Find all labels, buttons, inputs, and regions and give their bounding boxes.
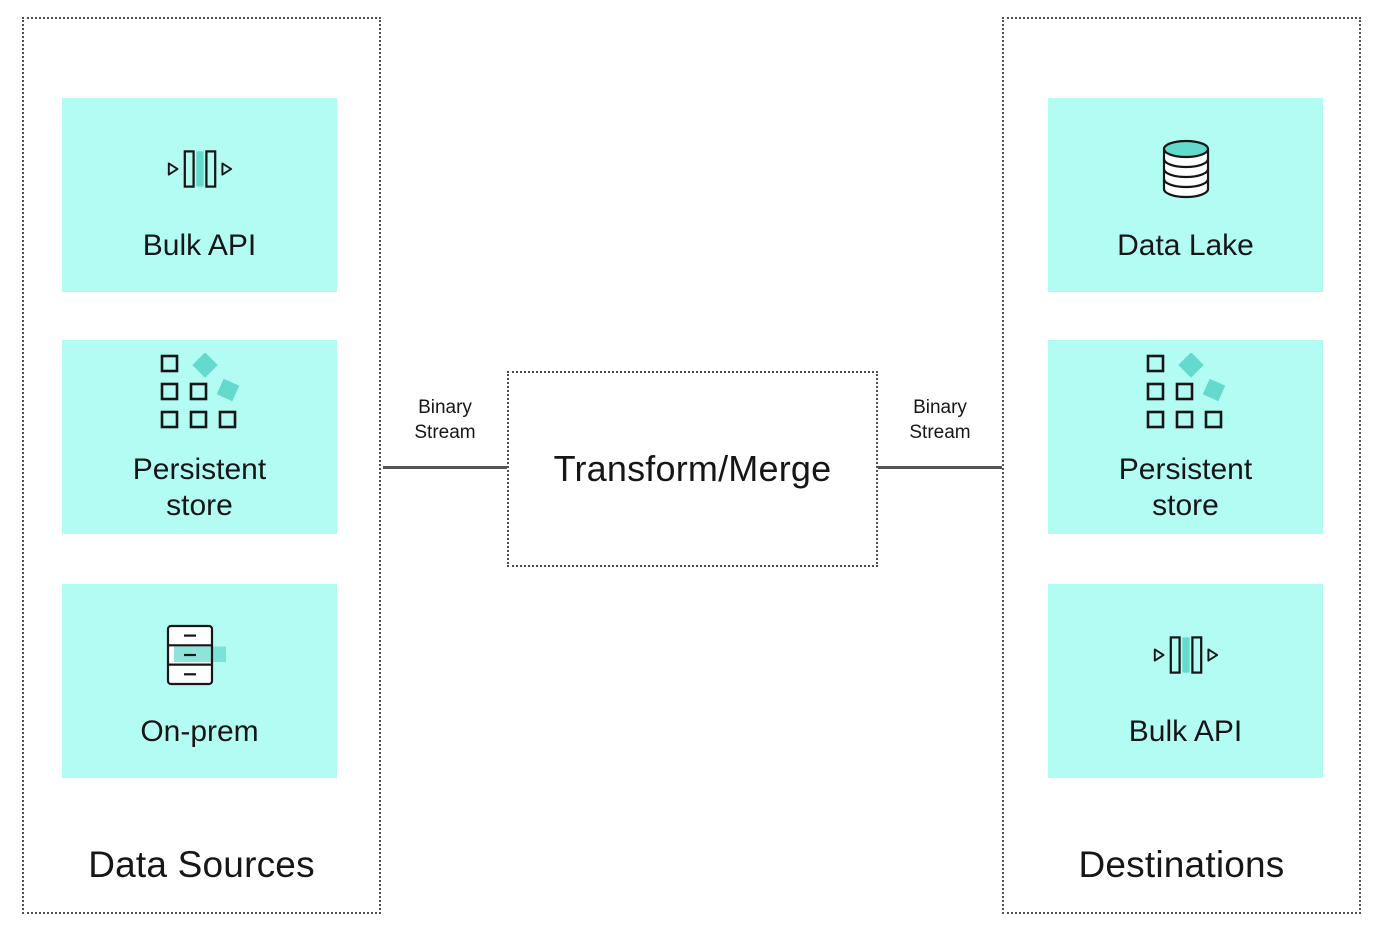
binary-stream-label-right: Binary Stream <box>909 397 971 444</box>
card-label: Bulk API <box>1128 715 1243 748</box>
card-label: Persistent store <box>1118 453 1253 522</box>
on-prem-icon <box>159 612 241 698</box>
card-label: Bulk API <box>142 229 257 262</box>
connector-line-left <box>383 466 507 469</box>
transform-merge-label: Transform/Merge <box>553 448 832 489</box>
card-on-prem-source: On-prem <box>62 584 337 778</box>
bulk-api-icon <box>167 126 233 212</box>
card-bulk-api-source: Bulk API <box>62 98 337 292</box>
destinations-title: Destinations <box>1078 844 1285 885</box>
card-label: On-prem <box>140 715 259 748</box>
card-bulk-api-destination: Bulk API <box>1048 584 1323 778</box>
destinations-panel: Data Lake Persistent store <box>1002 17 1361 914</box>
connector-line-right <box>878 466 1002 469</box>
persistent-store-icon <box>153 350 247 436</box>
persistent-store-icon <box>1139 350 1233 436</box>
data-sources-title: Data Sources <box>88 844 315 885</box>
bulk-api-icon <box>1153 612 1219 698</box>
data-sources-panel: Bulk API Persistent store <box>22 17 381 914</box>
card-data-lake-destination: Data Lake <box>1048 98 1323 292</box>
card-label: Data Lake <box>1117 229 1254 262</box>
card-persistent-store-destination: Persistent store <box>1048 340 1323 534</box>
transform-merge-box: Transform/Merge <box>507 371 878 567</box>
card-label: Persistent store <box>132 453 267 522</box>
data-lake-icon <box>1161 126 1211 212</box>
binary-stream-label-left: Binary Stream <box>414 397 476 444</box>
card-persistent-store-source: Persistent store <box>62 340 337 534</box>
